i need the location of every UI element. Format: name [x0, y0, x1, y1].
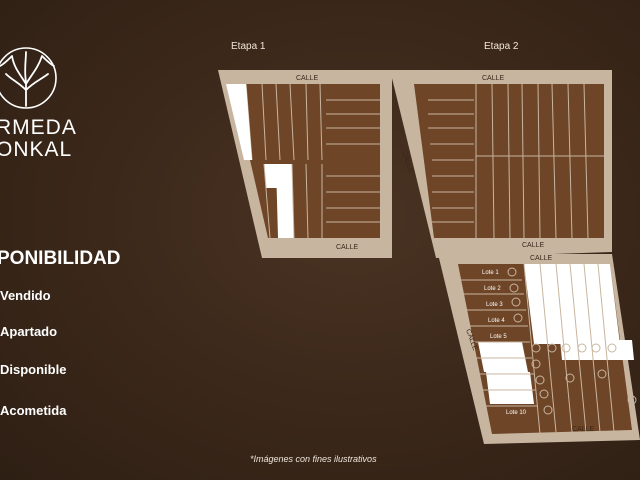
legend-title: PONIBILIDAD: [0, 248, 121, 269]
legend-item-apartado: Apartado: [0, 324, 58, 339]
acometida-markers: [507, 267, 637, 415]
block-1: [226, 83, 380, 161]
lot-label-7: Lote 7: [498, 364, 515, 370]
lot-label-1: Lote 1: [482, 270, 499, 276]
brand-name-line2: ONKAL: [0, 138, 73, 161]
lot-block-3-white-column: [524, 264, 620, 344]
lot-block-2-dividers: [263, 163, 380, 239]
street-label-etapa-1-bottom: CALLE: [336, 244, 359, 251]
lot-block-2-white-1: [276, 164, 294, 238]
lot-label-6: Lote 6: [494, 350, 511, 356]
block-2: [250, 160, 380, 239]
lot-label-2: Lote 2: [484, 286, 501, 292]
street-label-block-3-bottom: CALLE: [572, 426, 595, 433]
lot-block-3-white-corner: [486, 372, 534, 404]
lot-block-3-white-bottom: [560, 340, 634, 360]
lot-label-8: Lote 8: [500, 378, 517, 384]
lot-label-5: Lote 5: [490, 334, 507, 340]
tree-logo-icon: [0, 47, 57, 109]
brand-name-line1: RMEDA: [0, 116, 77, 139]
lot-block-etapa-2-dividers: [428, 83, 604, 239]
lot-label-3: Lote 3: [486, 302, 503, 308]
lot-block-3-white-rows: [478, 342, 528, 372]
footer-caption: *Imágenes con fines ilustrativos: [250, 454, 377, 464]
stage-label-etapa-2: Etapa 2: [484, 41, 519, 52]
lot-label-4: Lote 4: [488, 318, 505, 324]
block-3: [458, 263, 637, 435]
lot-block-1-dividers: [245, 83, 380, 161]
block-etapa-2: [414, 83, 604, 239]
legend-item-vendido: Vendido: [0, 288, 51, 303]
lot-label-10: Lote 10: [506, 410, 527, 416]
stage-label-etapa-1: Etapa 1: [231, 41, 266, 52]
block-3-lot-labels: Lote 1 Lote 2 Lote 3 Lote 4 Lote 5 Lote …: [482, 270, 527, 416]
lot-block-2-white-2: [264, 164, 278, 188]
street-label-etapa-2-bottom: CALLE: [522, 242, 545, 249]
legend-item-acometida: Acometida: [0, 403, 67, 418]
legend-item-disponible: Disponible: [0, 362, 67, 377]
street-label-block-3-top: CALLE: [530, 255, 553, 262]
street-label-etapa-1-top: CALLE: [296, 75, 319, 82]
lot-block-1-corner-white: [226, 84, 252, 160]
street-label-etapa-2-top: CALLE: [482, 75, 505, 82]
lot-label-9: Lote 9: [502, 394, 519, 400]
